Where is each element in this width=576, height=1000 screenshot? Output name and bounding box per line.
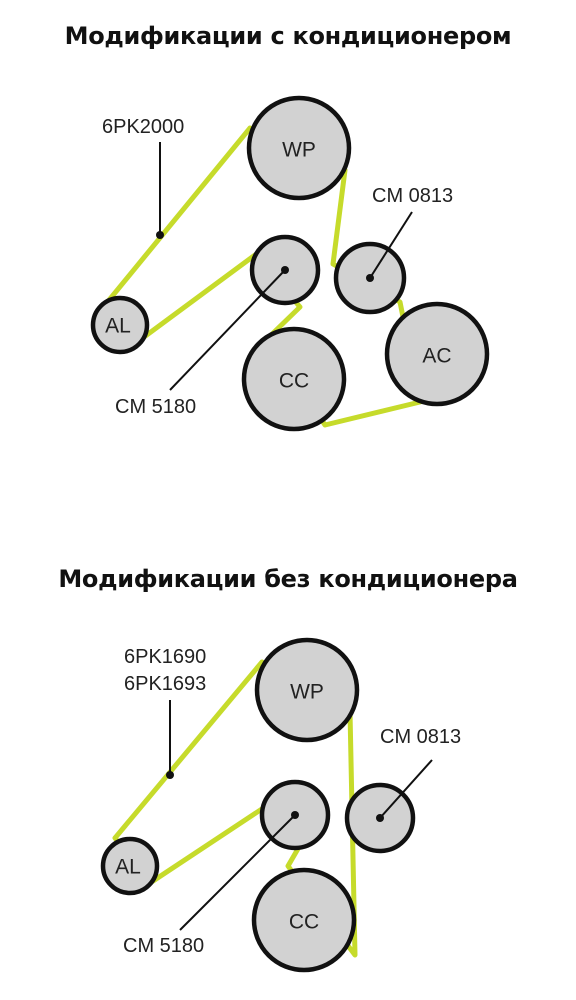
title-with-ac: Модификации с кондиционером (64, 22, 512, 50)
callout-cm5180: CM 5180 (115, 396, 196, 418)
label-al-noac: AL (115, 856, 141, 879)
leader-dot-belt-noac (166, 771, 174, 779)
leader-cm5180-noac (179, 814, 296, 931)
leader-dot-cm5180-noac (291, 811, 299, 819)
label-ac: AC (422, 345, 451, 368)
callout-belt-6pk2000: 6PK2000 (102, 116, 184, 138)
pulley-cc-noac (251, 867, 357, 973)
leader-cm5180 (169, 269, 286, 391)
label-wp-noac: WP (290, 681, 324, 704)
leader-dot-cm5180 (281, 266, 289, 274)
pulley-al-noac (100, 836, 160, 896)
callout-belt-6pk1693: 6PK1693 (124, 673, 206, 695)
title-without-ac: Модификации без кондиционера (58, 565, 518, 593)
callout-cm0813-noac: CM 0813 (380, 726, 461, 748)
label-cc-noac: CC (289, 911, 319, 934)
callout-cm5180-noac: CM 5180 (123, 935, 204, 957)
label-cc: CC (279, 370, 309, 393)
pulley-wp-noac (254, 637, 360, 743)
leader-cm0813-noac (379, 759, 433, 819)
pulley-al (90, 295, 150, 355)
label-al: AL (105, 315, 131, 338)
leader-dot-cm0813 (366, 274, 374, 282)
leader-dot-cm0813-noac (376, 814, 384, 822)
leader-dot-belt (156, 231, 164, 239)
callout-belt-6pk1690: 6PK1690 (124, 646, 206, 668)
pulley-ac (384, 301, 490, 407)
pulley-cc (241, 326, 347, 432)
label-wp: WP (282, 139, 316, 162)
pulley-wp (246, 95, 352, 201)
leader-cm0813 (369, 211, 413, 279)
callout-cm0813: CM 0813 (372, 185, 453, 207)
